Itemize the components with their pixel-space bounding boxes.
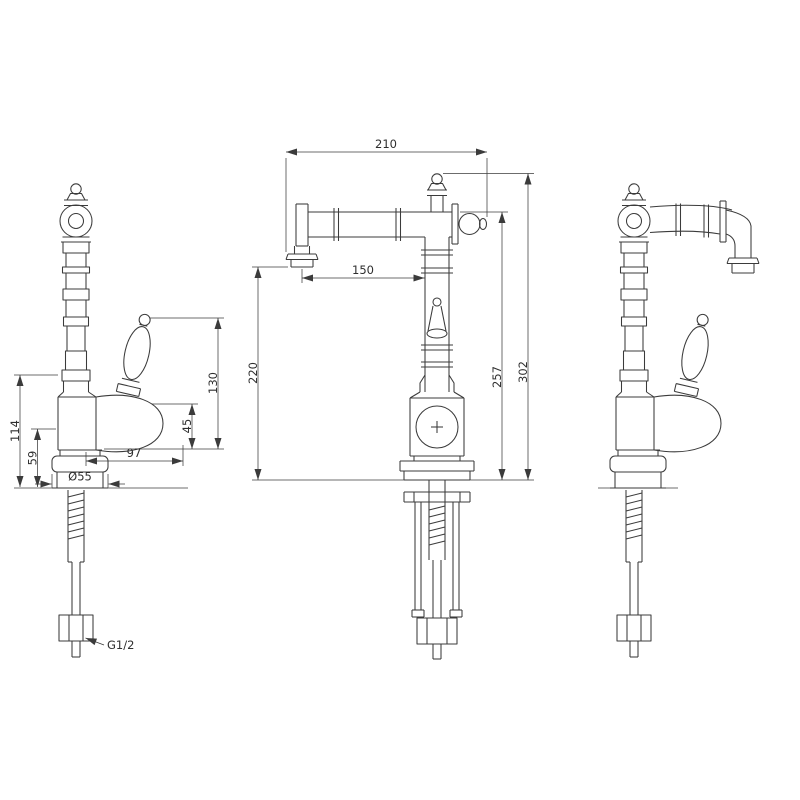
- dim-220: 220: [246, 266, 288, 480]
- right-view-spout-arm: [649, 200, 760, 274]
- right-side-view-faucet: [609, 183, 722, 658]
- dim-label-114: 114: [8, 420, 22, 442]
- left-side-view-faucet: [51, 183, 164, 658]
- dim-130: 130: [104, 317, 224, 450]
- dim-114: 114: [8, 374, 58, 487]
- dim-label-45: 45: [180, 419, 194, 434]
- dim-label-257: 257: [490, 366, 504, 388]
- dim-210: 210: [285, 137, 488, 252]
- dim-59: 59: [26, 428, 56, 487]
- dim-45: 45: [152, 403, 198, 449]
- dim-150: 150: [301, 263, 425, 283]
- dim-label-thread-g12: G1/2: [107, 638, 134, 652]
- dim-label-150: 150: [352, 263, 374, 277]
- dim-label-302: 302: [516, 361, 530, 383]
- dim-diameter-55: Ø55: [35, 470, 125, 488]
- dim-label-210: 210: [375, 137, 397, 151]
- dim-label-diameter-55: Ø55: [68, 470, 92, 484]
- dim-302: 302: [443, 173, 534, 480]
- dim-257: 257: [460, 211, 508, 480]
- dim-label-97: 97: [127, 446, 142, 460]
- dim-97: 97: [85, 445, 184, 466]
- dim-thread-g12: G1/2: [85, 637, 134, 652]
- dim-label-59: 59: [26, 451, 40, 466]
- dim-label-220: 220: [246, 362, 260, 384]
- front-view-faucet: [285, 173, 488, 660]
- dim-label-130: 130: [206, 372, 220, 394]
